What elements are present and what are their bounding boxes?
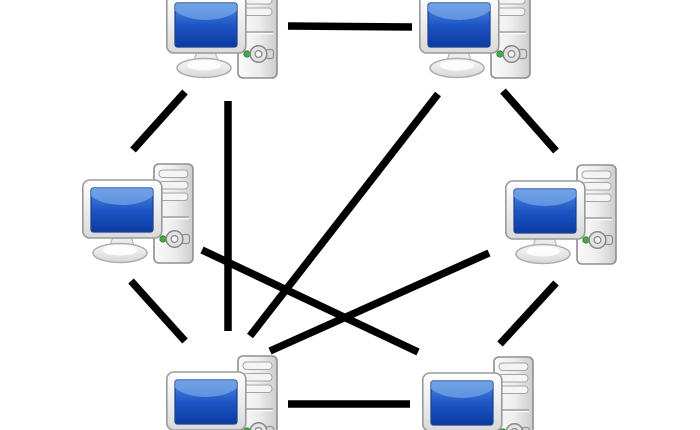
edge-bottom-left--middle-right — [268, 249, 491, 355]
edge-top-left--top-right — [287, 22, 413, 31]
computer-middle-left — [83, 164, 193, 263]
edge-top-left--middle-left — [130, 89, 188, 153]
computer-top-left — [167, 0, 277, 78]
edge-middle-left--bottom-right — [200, 246, 420, 356]
computer-bottom-left — [167, 356, 277, 430]
edge-middle-left--bottom-left — [128, 278, 188, 344]
computer-middle-right — [506, 165, 616, 264]
computer-top-right — [420, 0, 530, 78]
computer-nodes — [83, 0, 616, 430]
computer-bottom-right — [423, 357, 533, 430]
edge-top-right--middle-right — [500, 88, 559, 154]
edge-middle-right--bottom-right — [497, 280, 559, 347]
connection-lines — [128, 22, 559, 408]
edge-top-right--bottom-left — [247, 91, 441, 339]
